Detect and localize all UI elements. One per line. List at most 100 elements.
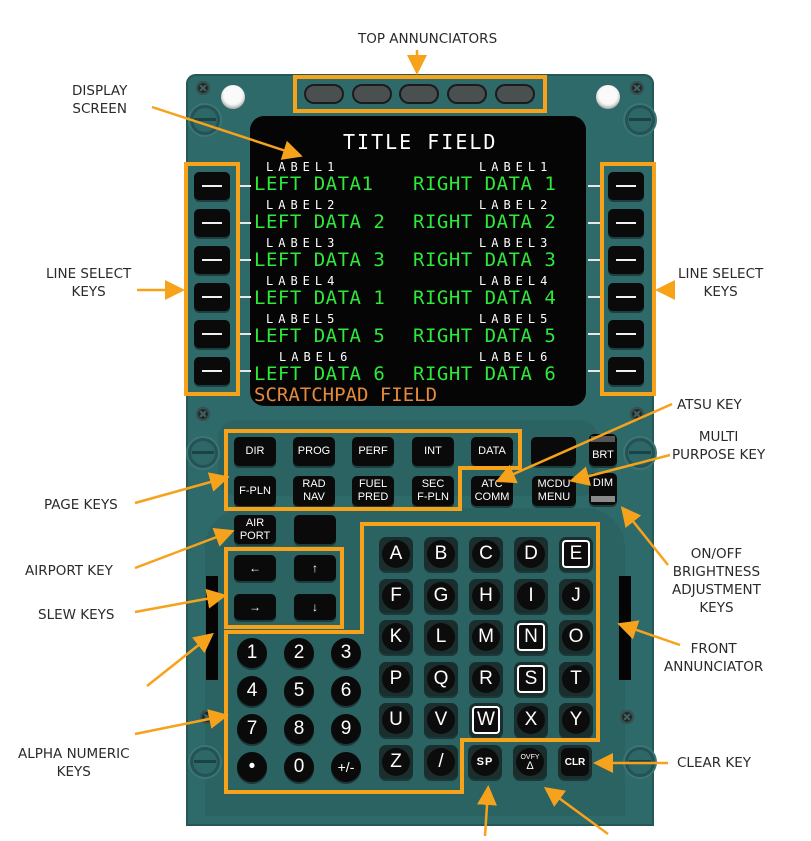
key-u[interactable]: U [379,703,413,737]
key-a[interactable]: A [379,537,413,571]
arrow-front-annunciator-left [146,632,214,687]
lsk-6r[interactable] [608,357,644,385]
key-i[interactable]: I [514,578,548,613]
key-sec-f-pln[interactable]: SEC F-PLN [412,476,454,506]
key-9[interactable]: 9 [331,714,361,744]
key-n[interactable]: N [514,620,548,654]
lsk-2r[interactable] [608,209,644,237]
key-data[interactable]: DATA [471,437,513,466]
key-d[interactable]: D [514,537,548,571]
lsk-4r[interactable] [608,283,644,311]
lsk-5l[interactable] [194,320,230,348]
key-sp[interactable]: SP [468,745,502,779]
lsk-1l[interactable] [194,172,230,200]
lsk-tick [588,185,602,187]
key-z[interactable]: Z [379,744,413,779]
key-clr[interactable]: CLR [558,745,592,779]
key-8[interactable]: 8 [284,714,314,744]
key-label: O [562,623,590,651]
lsk-tick [237,259,251,261]
key-label: Y [562,706,590,734]
arrow-slew [134,588,227,614]
key-clr-label: CLR [561,748,589,776]
key-1[interactable]: 1 [237,638,267,668]
lsk-1r[interactable] [608,172,644,200]
key-p[interactable]: P [379,661,413,696]
lsk-6l[interactable] [194,357,230,385]
callout-line: ANNUNCIATOR [664,659,764,675]
highlight-lsk-right [600,162,656,396]
key-g[interactable]: G [424,578,458,613]
key-4[interactable]: 4 [237,676,267,706]
key-v[interactable]: V [424,703,458,737]
key-slew-right[interactable]: → [234,594,276,620]
key-0[interactable]: 0 [284,752,314,782]
key-label: L [427,623,455,651]
key-x[interactable]: X [514,703,548,737]
key-k[interactable]: K [379,620,413,654]
callout-line: KEYS [56,764,91,780]
key-f-pln[interactable]: F-PLN [234,476,276,506]
key-prog[interactable]: PROG [293,437,335,466]
arrow-alpha-numeric [134,709,229,736]
key-f[interactable]: F [379,578,413,613]
key-fuel-pred[interactable]: FUEL PRED [352,476,394,506]
key-slew-down[interactable]: ↓ [294,594,336,620]
key-int[interactable]: INT [412,437,454,466]
lsk-tick [588,370,602,372]
key-sp-label: SP [471,748,499,776]
key-7[interactable]: 7 [237,714,267,744]
key-e[interactable]: E [559,537,593,571]
key-o[interactable]: O [559,620,593,654]
key-perf[interactable]: PERF [352,437,394,466]
key-rad-nav[interactable]: RAD NAV [293,476,335,506]
key-q[interactable]: Q [424,661,458,696]
key-2[interactable]: 2 [284,638,314,668]
key-t[interactable]: T [559,661,593,696]
key-ovfy[interactable]: OVFY Δ [513,745,547,779]
key-slew-left[interactable]: ← [234,555,276,581]
key-label: U [382,706,410,734]
left-label-5: LABEL5 [266,312,340,326]
key-5[interactable]: 5 [284,676,314,706]
key-dir[interactable]: DIR [234,437,276,466]
key-m[interactable]: M [469,620,503,654]
lsk-3r[interactable] [608,246,644,274]
key-decimal[interactable]: • [237,752,267,782]
key-blank[interactable] [531,437,576,466]
key-c[interactable]: C [469,537,503,571]
key-label: K [382,623,410,651]
callout-front-annunciator: FRONT ANNUNCIATOR [664,640,763,676]
key-plus-minus[interactable]: +/- [331,752,361,782]
lsk-5r[interactable] [608,320,644,348]
key-s[interactable]: S [514,661,548,696]
overfly-triangle-icon: Δ [526,760,534,772]
mounting-fastener-icon [188,438,218,468]
callout-line: ALPHA NUMERIC [18,746,130,762]
key-r[interactable]: R [469,661,503,696]
key-w[interactable]: W [469,703,503,737]
key-6[interactable]: 6 [331,676,361,706]
key-blank-2[interactable] [294,515,336,544]
arrow-mcdu-menu [569,453,671,486]
key-airport[interactable]: AIR PORT [234,515,276,544]
key-3[interactable]: 3 [331,638,361,668]
callout-alpha-numeric-keys: ALPHA NUMERIC KEYS [18,745,130,781]
lsk-4l[interactable] [194,283,230,311]
key-l[interactable]: L [424,620,458,654]
key-slash[interactable]: / [424,744,458,779]
key-mcdu-menu[interactable]: MCDU MENU [532,476,576,506]
right-label-5: LABEL5 [479,312,553,326]
lsk-3l[interactable] [194,246,230,274]
arrow-front-annunciator-right [617,620,681,647]
left-data-2: LEFT DATA 2 [254,211,386,233]
lsk-2l[interactable] [194,209,230,237]
top-annunciator-3 [399,84,439,104]
key-b[interactable]: B [424,537,458,571]
key-y[interactable]: Y [559,703,593,737]
key-slew-up[interactable]: ↑ [294,555,336,581]
key-j[interactable]: J [559,578,593,613]
lsk-tick [588,222,602,224]
key-h[interactable]: H [469,578,503,613]
highlight-lsk-left [184,162,240,396]
